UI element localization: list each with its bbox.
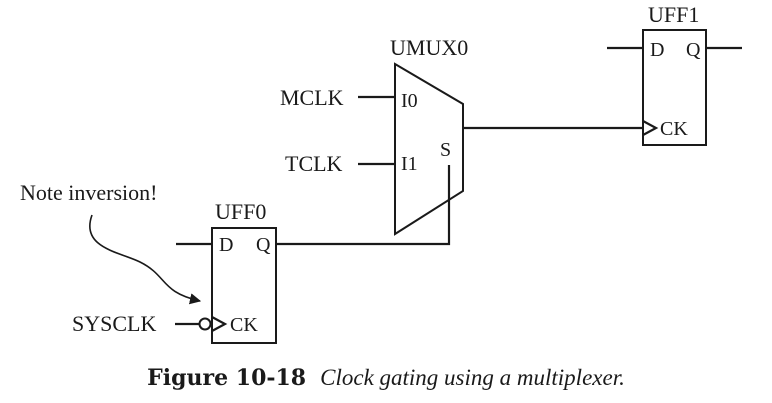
mux-umux0 (394, 62, 464, 236)
signal-sysclk: SYSCLK (72, 311, 156, 336)
uff1-label: UFF1 (648, 2, 699, 27)
annotation-note: Note inversion! (20, 180, 157, 205)
signal-mclk: MCLK (280, 85, 344, 110)
uff0-pin-ck: CK (230, 314, 258, 336)
umux0-pin-s: S (440, 139, 451, 161)
umux0-pin-i0: I0 (401, 90, 418, 112)
signal-tclk: TCLK (285, 151, 343, 176)
uff1-clock-triangle (642, 120, 659, 136)
inversion-bubble (198, 317, 212, 331)
annotation-arrow (89, 214, 202, 305)
figure-caption: Figure 10-18 Clock gating using a multipl… (147, 365, 625, 391)
uff1-pin-ck: CK (660, 118, 688, 140)
uff0-clock-triangle (211, 316, 228, 332)
uff1-pin-d: D (650, 39, 664, 61)
wire-uff0-q-to-select (276, 165, 451, 246)
caption-text: Clock gating using a multiplexer. (320, 365, 625, 390)
uff0-pin-q: Q (256, 234, 271, 256)
uff1-pin-q: Q (686, 39, 701, 61)
uff0-pin-d: D (219, 234, 233, 256)
umux0-pin-i1: I1 (401, 153, 418, 175)
caption-number: Figure 10-18 (147, 365, 306, 391)
uff0-label: UFF0 (215, 199, 266, 224)
umux0-label: UMUX0 (390, 35, 468, 60)
